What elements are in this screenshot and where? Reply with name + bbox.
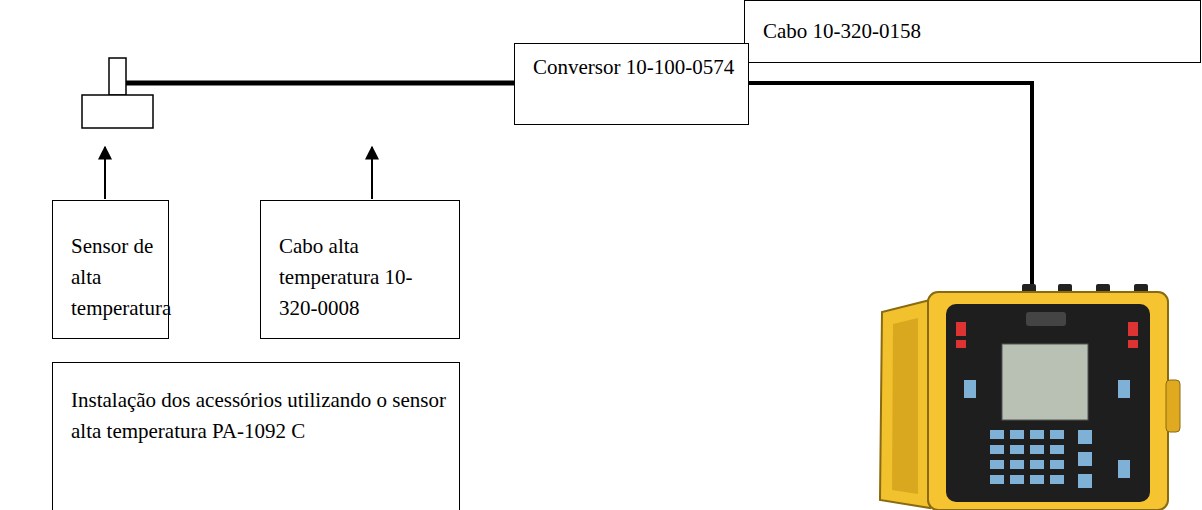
- lid-inner: [892, 318, 918, 494]
- front-panel: [946, 304, 1150, 502]
- key: [1010, 445, 1024, 454]
- key: [1118, 380, 1130, 398]
- panel-mark: [956, 322, 966, 336]
- node-text: Cabo alta temperatura 10-320-0008: [279, 231, 449, 324]
- key: [1030, 445, 1044, 454]
- sensor-base: [82, 95, 153, 128]
- cable-label-box: Cabo alta temperatura 10-320-0008: [260, 200, 460, 339]
- key: [1030, 430, 1044, 439]
- key: [1030, 460, 1044, 469]
- cable-label-box: Cabo 10-320-0158: [744, 0, 1201, 63]
- case-handle: [1166, 380, 1180, 432]
- node-text: Sensor de alta temperatura: [71, 231, 158, 324]
- panel-mark: [1128, 340, 1138, 348]
- key: [1050, 475, 1064, 484]
- leader-arrow: [371, 147, 373, 199]
- node-text: Instalação dos acessórios utilizando o s…: [71, 385, 449, 447]
- sensor-stem: [109, 58, 126, 95]
- cable-line: [748, 83, 1032, 292]
- keypad: [964, 380, 1130, 488]
- key: [1078, 474, 1092, 488]
- case-body: [928, 292, 1168, 510]
- node-text: Cabo 10-320-0158: [763, 16, 1190, 47]
- logo-plate: [1026, 312, 1066, 326]
- key: [1010, 430, 1024, 439]
- cable-line: [126, 81, 514, 86]
- case-lid: [880, 300, 930, 508]
- converter-box: Conversor 10-100-0574: [514, 43, 749, 125]
- caption-box: Instalação dos acessórios utilizando o s…: [52, 362, 460, 510]
- key: [964, 380, 976, 398]
- key: [990, 445, 1004, 454]
- key: [1118, 460, 1130, 478]
- key: [1030, 475, 1044, 484]
- key: [990, 430, 1004, 439]
- instrument-illustration: [880, 284, 1180, 510]
- key: [1010, 475, 1024, 484]
- node-text: Conversor 10-100-0574: [533, 52, 738, 83]
- display-screen: [1002, 344, 1088, 420]
- key: [1010, 460, 1024, 469]
- key: [1050, 430, 1064, 439]
- key: [1050, 460, 1064, 469]
- panel-mark: [956, 340, 966, 348]
- panel-mark: [1128, 322, 1138, 336]
- key: [1078, 452, 1092, 466]
- key: [1078, 430, 1092, 444]
- key: [1050, 445, 1064, 454]
- key: [990, 460, 1004, 469]
- sensor-label-box: Sensor de alta temperatura: [52, 200, 169, 339]
- leader-arrow: [104, 147, 106, 199]
- key: [990, 475, 1004, 484]
